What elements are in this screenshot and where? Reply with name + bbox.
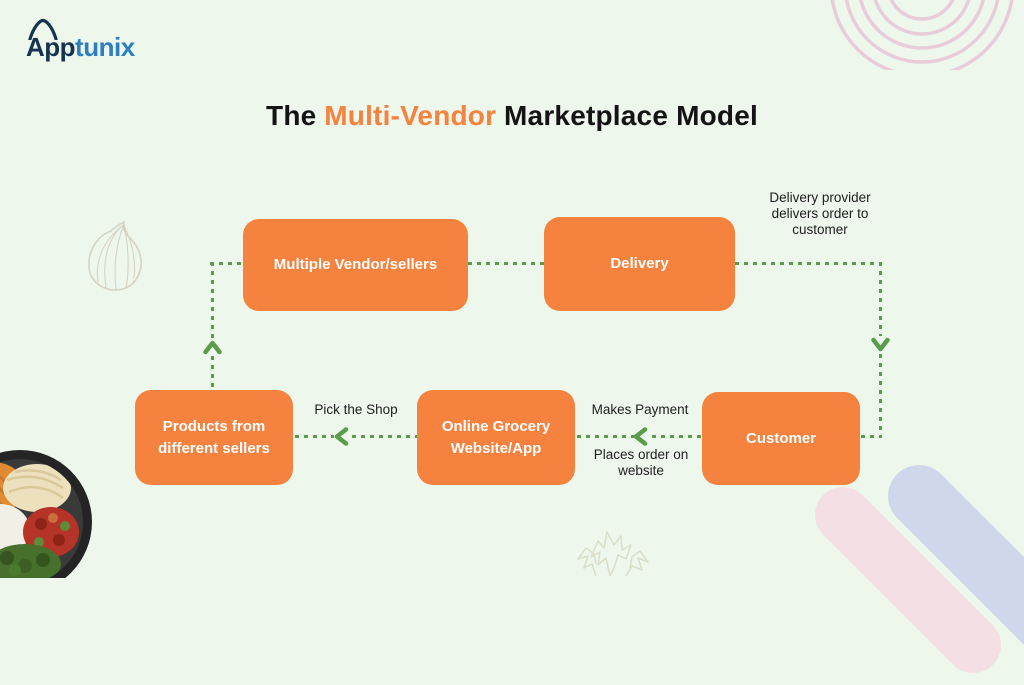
apptunix-logo: Apptunix (26, 18, 135, 66)
annotation-pick-the-shop: Pick the Shop (314, 402, 398, 417)
connector-vendors-delivery (468, 262, 544, 265)
node-customer: Customer (702, 392, 860, 485)
arrow-down-icon (871, 337, 890, 352)
connector-products-up-top (211, 262, 214, 338)
connector-right-down-bottom (879, 354, 882, 438)
node-online-grocery-website: Online Grocery Website/App (417, 390, 575, 485)
connector-vendors-left (210, 262, 245, 265)
connector-grocery-products-left (295, 435, 334, 438)
logo-text-app: App (26, 32, 76, 62)
connector-grocery-products-right (352, 435, 417, 438)
connector-customer-right (861, 435, 882, 438)
connector-products-up-bottom (211, 356, 214, 390)
logo-wordmark: Apptunix (26, 32, 135, 63)
connector-delivery-right (735, 262, 882, 265)
annotation-places-order: Places order on website (593, 447, 689, 478)
arrow-up-icon (203, 340, 222, 355)
title-before: The (266, 100, 317, 131)
connector-customer-grocery-right (652, 435, 702, 438)
node-multiple-vendors: Multiple Vendor/sellers (243, 219, 468, 311)
onion-sketch-icon (88, 220, 142, 291)
title-highlight: Multi-Vendor (324, 100, 497, 131)
logo-arch-icon (28, 18, 58, 40)
food-bowl-image (0, 450, 92, 578)
title-after: Marketplace Model (504, 100, 758, 131)
connector-customer-grocery-left (577, 435, 634, 438)
connector-right-down-top (879, 262, 882, 336)
annotation-delivery-provider: Delivery provider delivers order to cust… (769, 190, 871, 237)
arrow-left-payment-icon (633, 427, 648, 446)
arrow-left-pickshop-icon (334, 427, 349, 446)
concentric-circles-decoration (830, 0, 1014, 70)
leaf-sketch-icon (577, 531, 649, 576)
logo-text-tunix: tunix (75, 32, 135, 62)
node-delivery: Delivery (544, 217, 735, 311)
node-products-from-sellers: Products from different sellers (135, 390, 293, 485)
annotation-makes-payment: Makes Payment (591, 402, 689, 417)
